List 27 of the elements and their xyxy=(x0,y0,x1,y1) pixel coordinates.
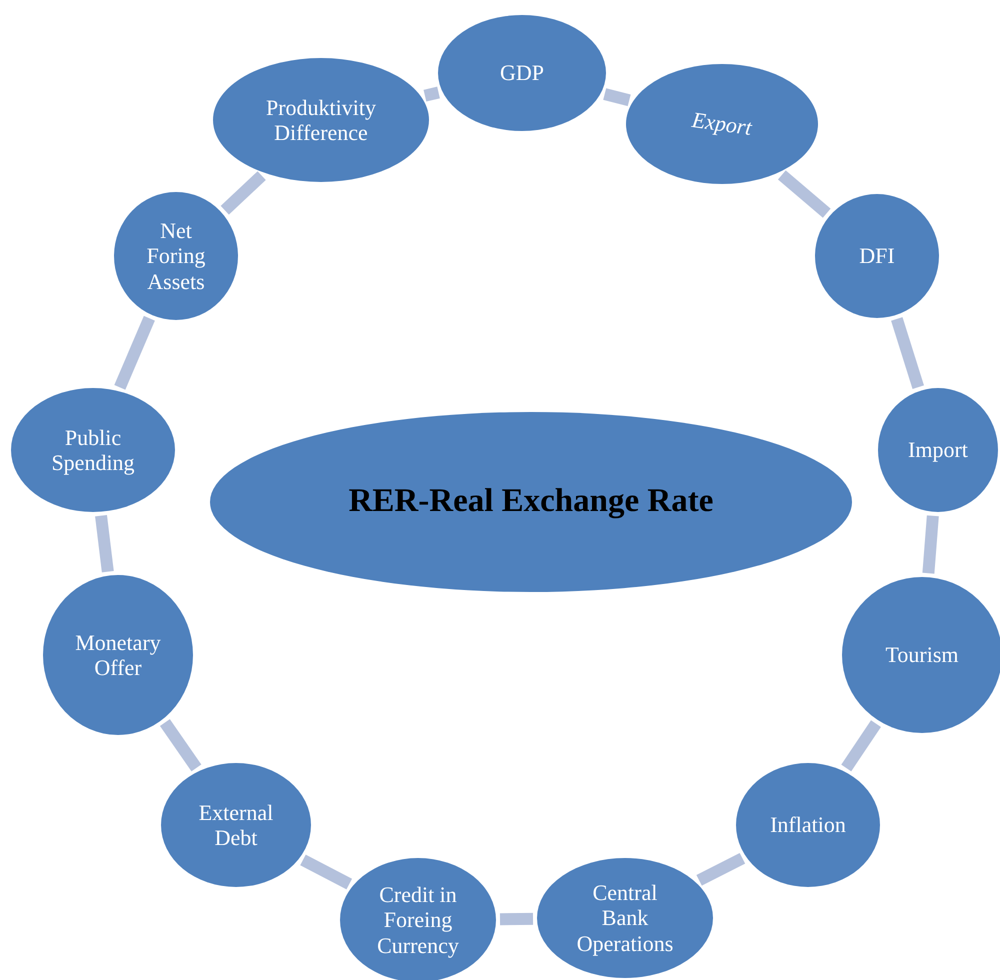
factor-label: Tourism xyxy=(885,642,958,668)
connector-bar xyxy=(891,317,924,390)
factor-label: DFI xyxy=(859,243,895,269)
connector-bar xyxy=(696,852,746,886)
factor-label: GDP xyxy=(500,60,544,86)
factor-label: Import xyxy=(908,437,968,463)
connector-bar xyxy=(95,514,114,572)
factor-label: Central Bank Operations xyxy=(576,880,674,956)
factor-label: Public Spending xyxy=(50,424,136,476)
connector-bar xyxy=(160,719,202,772)
connector-bar xyxy=(424,86,440,102)
connector-bar xyxy=(922,515,939,574)
connector-bar xyxy=(841,720,881,772)
title-text: RER-Real Exchange Rate xyxy=(348,483,714,521)
connector-bar xyxy=(220,171,266,215)
factor-label: Net Foring Assets xyxy=(146,218,206,294)
factor-label: External Debt xyxy=(198,800,274,850)
factor-label: Inflation xyxy=(770,812,846,838)
connector-bar xyxy=(114,316,155,390)
factor-label: Monetary Offer xyxy=(74,630,162,680)
connector-bar xyxy=(300,854,352,890)
connector-bar xyxy=(500,912,534,926)
connector-bar xyxy=(603,88,631,106)
factor-label: Produktivity Difference xyxy=(264,94,377,146)
factor-label: Credit in Foreing Currency xyxy=(376,882,460,958)
factor-label: Export xyxy=(690,107,754,141)
connector-bar xyxy=(778,170,831,218)
